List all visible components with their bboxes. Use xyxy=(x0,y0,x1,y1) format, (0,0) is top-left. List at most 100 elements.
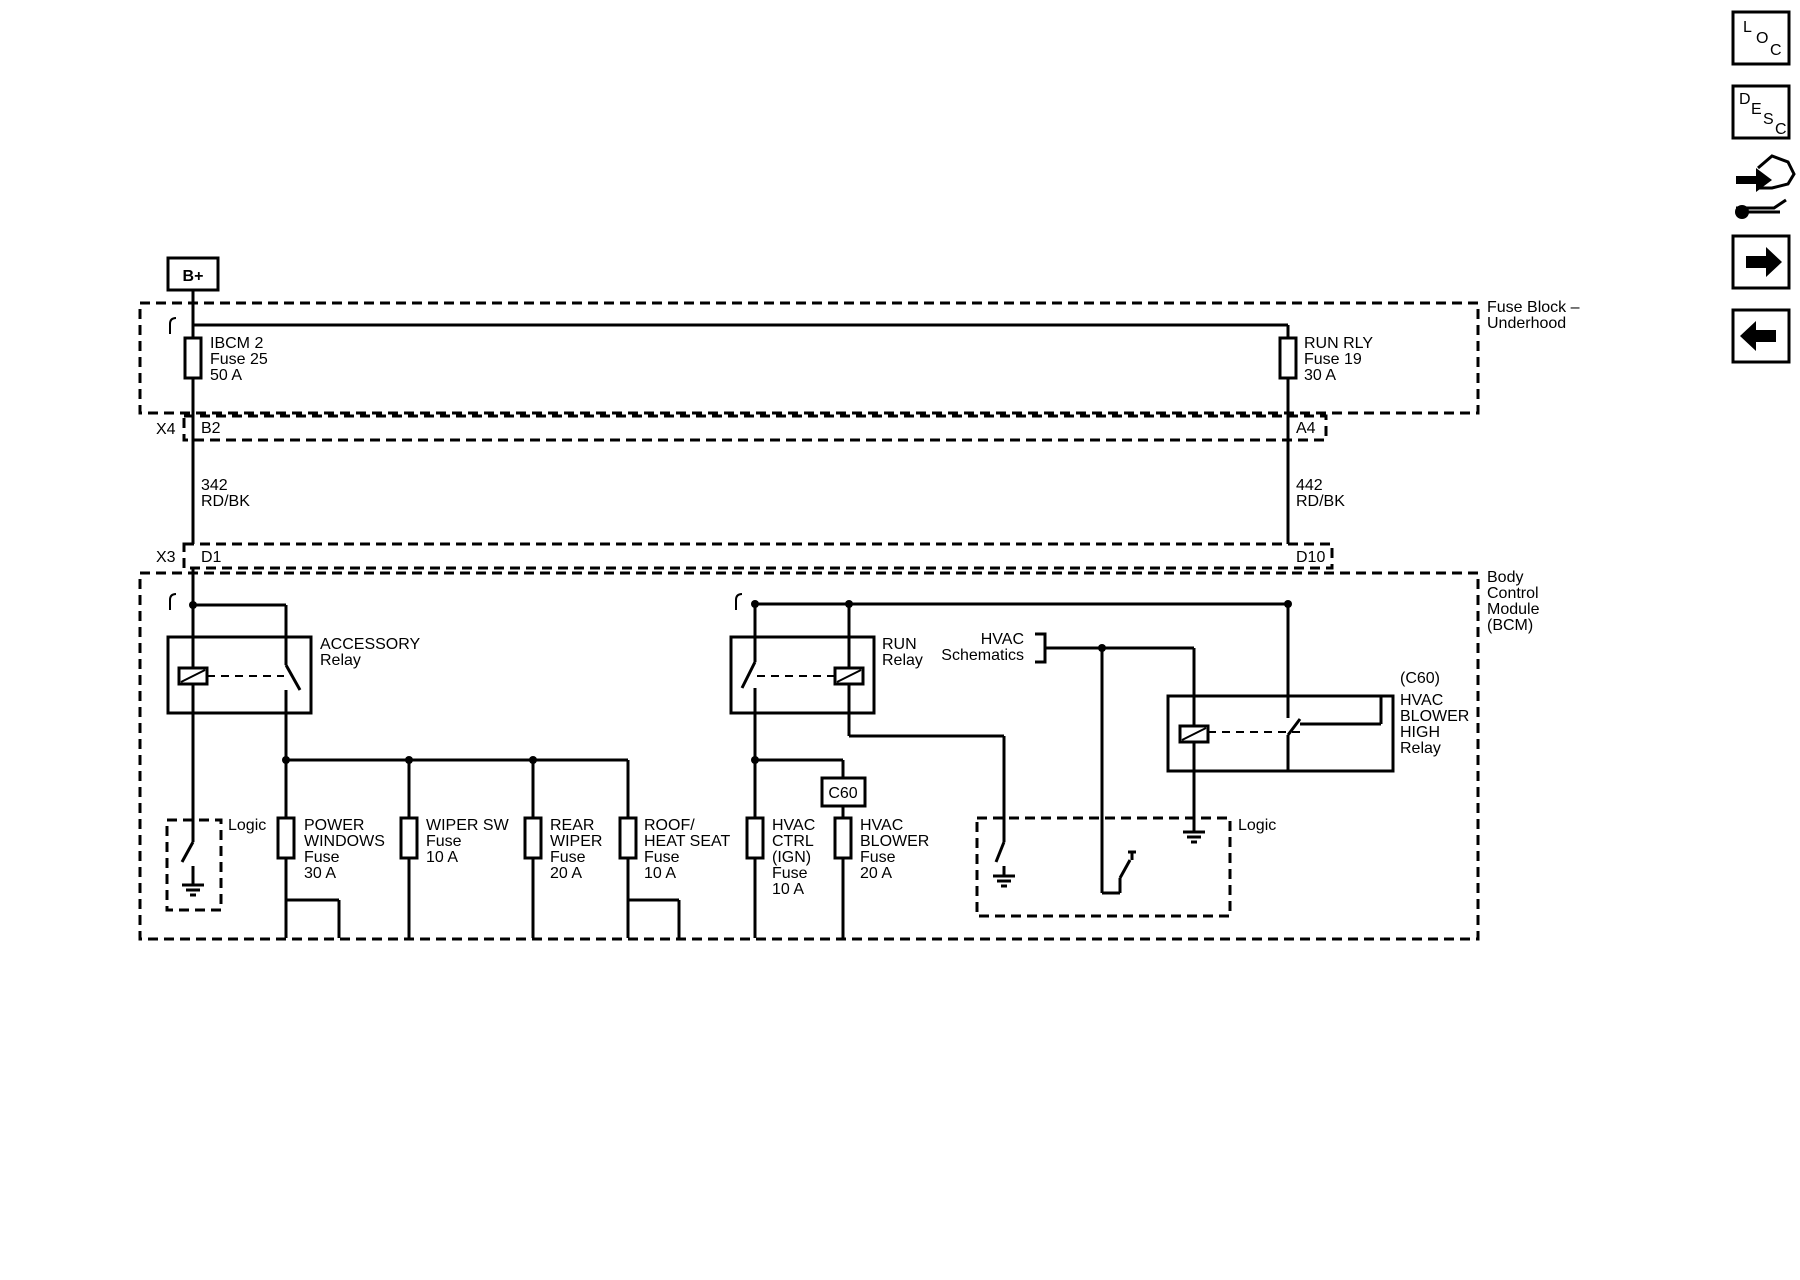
fuse-block-underhood-outline xyxy=(138,301,1480,415)
fuse-rear-wiper-line3: Fuse xyxy=(550,849,586,866)
desc-letter-s: S xyxy=(1763,111,1774,128)
run-relay-label-2: Relay xyxy=(882,652,923,669)
fuse-rear-wiper xyxy=(523,760,543,938)
connector-c60: C60 xyxy=(820,776,867,808)
fuse-hvac-ctrl-line2: CTRL xyxy=(772,833,814,850)
connector-end-view-button[interactable] xyxy=(1735,154,1796,219)
bcm-outline xyxy=(138,571,1480,941)
fuse-hvac-blower-line2: BLOWER xyxy=(860,833,929,850)
fuse-block-label-2: Underhood xyxy=(1487,315,1566,332)
fuse-roof-heat-seat-line3: Fuse xyxy=(644,849,680,866)
desc-letter-c: C xyxy=(1775,121,1787,138)
connector-break-icon xyxy=(169,593,177,610)
connector-break-icon xyxy=(735,593,743,610)
fuse-hvac-blower xyxy=(833,806,853,938)
fuse-power-windows-line1: POWER xyxy=(304,817,364,834)
fuse-rear-wiper-line1: REAR xyxy=(550,817,594,834)
arrow-left-icon xyxy=(1740,321,1776,351)
fuse-roof-heat-seat-line1: ROOF/ xyxy=(644,817,695,834)
connector-wrench-icon xyxy=(1735,154,1796,219)
bcm-label-4: (BCM) xyxy=(1487,617,1533,634)
loc-letter-c: C xyxy=(1770,42,1782,59)
accessory-relay-label-2: Relay xyxy=(320,652,361,669)
hvac-schematics-label-1: HVAC xyxy=(981,631,1024,648)
fuse-block-label-1: Fuse Block – xyxy=(1487,299,1580,316)
fuse-roof-heat-seat xyxy=(618,816,681,938)
arrow-right-icon xyxy=(1746,247,1782,277)
hvac-blower-high-relay xyxy=(1166,604,1395,773)
fuse-rear-wiper-line2: WIPER xyxy=(550,833,602,850)
ground-switch-right xyxy=(993,841,1015,888)
fuse-hvac-blower-line1: HVAC xyxy=(860,817,903,834)
fuse-ibcm2-line1: IBCM 2 xyxy=(210,335,263,352)
hvac-schematics-bracket xyxy=(1035,632,1047,664)
fuse-hvac-ctrl-line3: (IGN) xyxy=(772,849,811,866)
connector-x4-label: X4 xyxy=(156,421,176,438)
fuse-wiper-sw-line2: Fuse xyxy=(426,833,462,850)
fuse-run-rly-line3: 30 A xyxy=(1304,367,1336,384)
wire-342-color: RD/BK xyxy=(201,493,250,510)
fuse-ibcm2-line3: 50 A xyxy=(210,367,242,384)
fuse-run-rly-line1: RUN RLY xyxy=(1304,335,1373,352)
wire-342-circuit: 342 xyxy=(201,477,228,494)
wire-442-color: RD/BK xyxy=(1296,493,1345,510)
fuse-power-windows-line3: Fuse xyxy=(304,849,340,866)
fuse-hvac-blower-line3: Fuse xyxy=(860,849,896,866)
run-relay xyxy=(729,635,876,760)
fuse-hvac-ctrl-line5: 10 A xyxy=(772,881,804,898)
connector-x4-pin-right: A4 xyxy=(1296,420,1316,437)
description-icon xyxy=(1731,84,1791,140)
wire-442-circuit: 442 xyxy=(1296,477,1323,494)
connector-x3-outline xyxy=(182,542,1334,570)
desc-letter-e: E xyxy=(1751,101,1762,118)
hvac-blower-high-label-2: BLOWER xyxy=(1400,708,1469,725)
connector-x4-outline xyxy=(182,414,1328,442)
bcm-label-3: Module xyxy=(1487,601,1540,618)
connector-x3-label: X3 xyxy=(156,549,176,566)
accessory-relay xyxy=(166,635,313,760)
fuse-run-rly-line2: Fuse 19 xyxy=(1304,351,1362,368)
logic-switch-right xyxy=(1118,850,1136,893)
logic-left-label: Logic xyxy=(228,817,266,834)
fuse-wiper-sw-line1: WIPER SW xyxy=(426,817,510,834)
hvac-blower-high-connector: (C60) xyxy=(1400,670,1440,687)
location-button[interactable]: L O C xyxy=(1731,10,1791,66)
fuse-power-windows xyxy=(276,760,341,938)
fuse-rear-wiper-line4: 20 A xyxy=(550,865,582,882)
loc-letter-o: O xyxy=(1756,30,1768,47)
logic-right-label: Logic xyxy=(1238,817,1276,834)
connector-x3-pin-right: D10 xyxy=(1296,549,1325,566)
hvac-blower-high-label-4: Relay xyxy=(1400,740,1441,757)
bcm-label-1: Body xyxy=(1487,569,1523,586)
hvac-schematics-label-2: Schematics xyxy=(941,647,1024,664)
fuse-roof-heat-seat-line4: 10 A xyxy=(644,865,676,882)
connector-x4-pin-left: B2 xyxy=(201,420,221,437)
run-relay-label-1: RUN xyxy=(882,636,917,653)
fuse-wiper-sw xyxy=(399,760,419,938)
fuse-hvac-ctrl-line1: HVAC xyxy=(772,817,815,834)
fuse-hvac-ctrl-ign xyxy=(745,760,765,938)
fuse-roof-heat-seat-line2: HEAT SEAT xyxy=(644,833,730,850)
ground-icon xyxy=(1183,830,1205,844)
fuse-hvac-ctrl-line4: Fuse xyxy=(772,865,808,882)
logic-left-outline xyxy=(165,818,223,912)
connector-x3-pin-left: D1 xyxy=(201,549,222,566)
hvac-blower-high-label-3: HIGH xyxy=(1400,724,1440,741)
previous-page-button[interactable] xyxy=(1731,308,1791,364)
location-icon xyxy=(1731,10,1791,66)
fuse-ibcm2 xyxy=(183,325,203,412)
battery-positive-supply: B+ xyxy=(166,256,220,302)
fuse-wiper-sw-line3: 10 A xyxy=(426,849,458,866)
description-button[interactable]: D E S C xyxy=(1731,84,1791,140)
fuse-power-windows-line4: 30 A xyxy=(304,865,336,882)
desc-letter-d: D xyxy=(1739,91,1751,108)
fuse-hvac-blower-line4: 20 A xyxy=(860,865,892,882)
connector-c60-label: C60 xyxy=(828,785,857,802)
loc-letter-l: L xyxy=(1743,19,1752,36)
ground-switch-left xyxy=(180,841,204,897)
fuse-ibcm2-line2: Fuse 25 xyxy=(210,351,268,368)
fuse-run-rly xyxy=(1278,336,1298,412)
connector-break-icon xyxy=(169,317,177,334)
next-page-button[interactable] xyxy=(1731,234,1791,290)
